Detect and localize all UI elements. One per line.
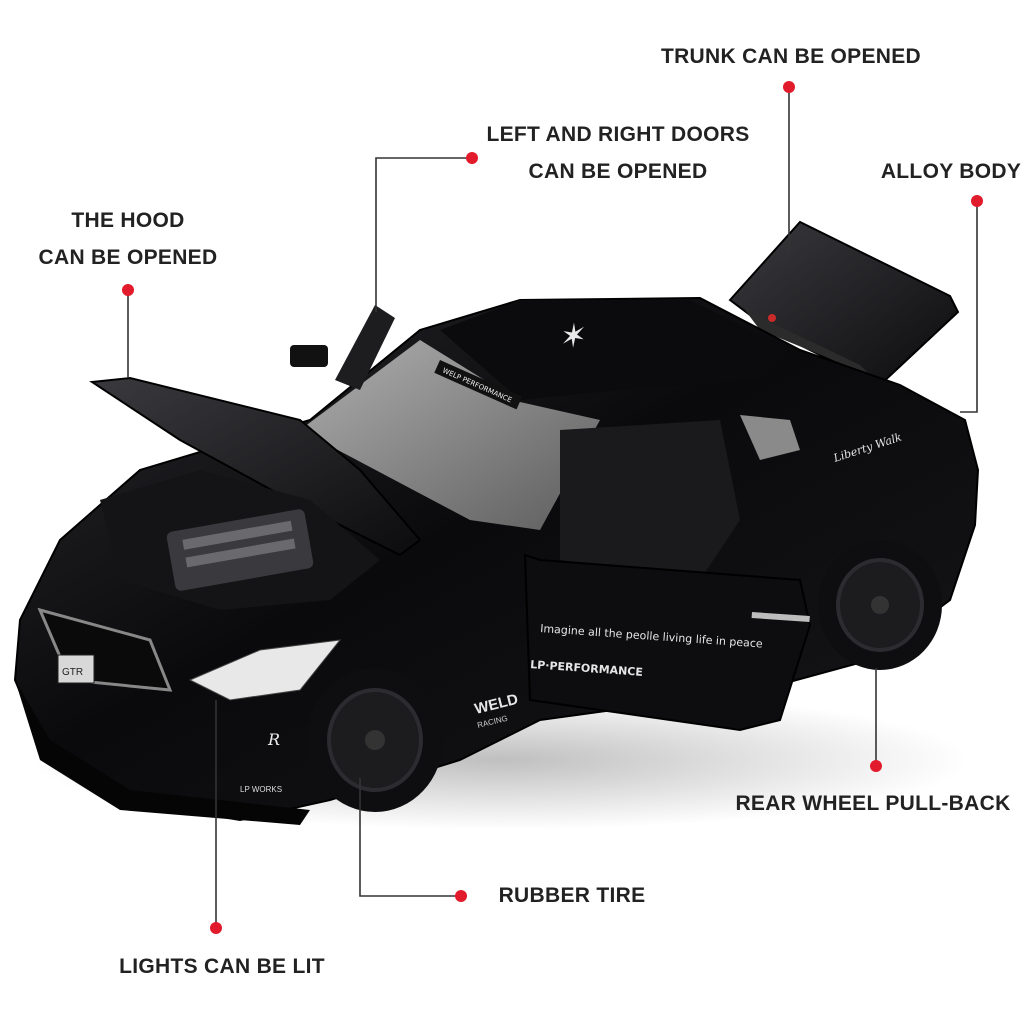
callout-doors-line2: CAN BE OPENED (528, 160, 708, 183)
windshield (300, 340, 600, 530)
callout-trunk: TRUNK CAN BE OPENED (660, 38, 922, 75)
tail-light (768, 314, 776, 322)
callout-lights: LIGHTS CAN BE LIT (112, 948, 332, 985)
callout-rear-wheel: REAR WHEEL PULL-BACK (732, 785, 1014, 822)
front-splitter (15, 680, 310, 825)
callout-rear-wheel-line1: REAR WHEEL PULL-BACK (735, 792, 1011, 815)
red-dot-icon (455, 890, 467, 902)
side-window (740, 415, 800, 460)
fender-r: R (267, 730, 280, 749)
red-dot-icon (783, 81, 795, 93)
callout-rubber-tire: RUBBER TIRE (496, 877, 648, 914)
callout-doors-line1: LEFT AND RIGHT DOORS (486, 123, 750, 146)
license-plate (57, 654, 95, 684)
windshield-banner (434, 360, 523, 410)
side-mirror (290, 345, 328, 367)
bumper-tag: LP WORKS (240, 785, 282, 794)
hood (89, 376, 422, 557)
left-door-open (523, 553, 812, 732)
callout-hood-line1: THE HOOD (71, 209, 185, 232)
leader-alloy (960, 201, 978, 413)
callout-hood-line2: CAN BE OPENED (38, 246, 218, 269)
leader-doors (375, 157, 472, 312)
toy-car: ✶ (13, 220, 980, 825)
callout-trunk-line1: TRUNK CAN BE OPENED (660, 45, 922, 68)
door-trim (751, 612, 810, 623)
door-interior (560, 420, 740, 580)
red-dot-icon (466, 152, 478, 164)
callout-doors: LEFT AND RIGHT DOORS CAN BE OPENED (484, 116, 752, 190)
leader-rubber-tire (359, 778, 461, 897)
callout-alloy-line1: ALLOY BODY (880, 160, 1022, 183)
front-wheel (307, 668, 443, 812)
callout-alloy: ALLOY BODY (878, 153, 1024, 190)
red-dot-icon (210, 922, 222, 934)
red-dot-icon (971, 195, 983, 207)
callout-rubber-tire-line1: RUBBER TIRE (498, 884, 646, 907)
markers (122, 81, 983, 934)
engine (166, 509, 314, 591)
callout-hood: THE HOOD CAN BE OPENED (30, 202, 226, 276)
license-plate-text: GTR (62, 667, 83, 678)
roof (440, 300, 790, 400)
red-dot-icon (122, 284, 134, 296)
right-door-open (335, 305, 395, 390)
headlight (188, 639, 342, 701)
trunk-opening (745, 310, 870, 375)
red-dot-icon (870, 760, 882, 772)
callout-lights-line1: LIGHTS CAN BE LIT (119, 955, 325, 978)
rear-wheel (818, 540, 942, 670)
leader-lines (127, 87, 978, 928)
